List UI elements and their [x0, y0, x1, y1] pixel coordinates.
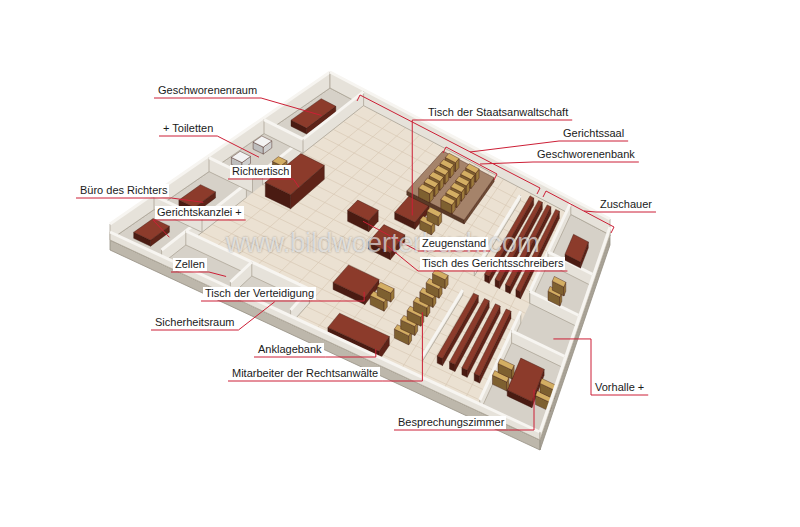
desk	[134, 219, 170, 241]
wall-top	[330, 72, 610, 219]
part-label: Tisch des Gerichtsschreibers	[420, 257, 565, 270]
part-label: Geschworenenraum	[156, 84, 259, 97]
floor-tile	[283, 169, 535, 293]
part-label: Anklagebank	[256, 343, 324, 356]
label-underline	[394, 430, 508, 431]
part-label: Gerichtskanzlei +	[155, 206, 244, 219]
part-label: Zellen	[173, 258, 207, 271]
wall-top	[530, 291, 579, 315]
label-underline	[171, 272, 209, 273]
chair	[552, 276, 566, 287]
chair	[377, 282, 394, 293]
label-underline	[159, 136, 217, 137]
leader-line	[382, 312, 422, 381]
leader-line	[217, 136, 259, 157]
chair	[498, 359, 514, 370]
part-label: Mitarbeiter der Rechtsanwälte	[230, 367, 380, 380]
label-underline	[591, 395, 648, 396]
part-label: Geschworenenbank	[535, 148, 637, 161]
part-label: Vorhalle +	[593, 381, 646, 394]
witness-stand	[348, 200, 379, 221]
part-label: Gerichtssaal	[561, 127, 626, 140]
wall	[264, 120, 303, 154]
floor-tile	[222, 216, 507, 352]
label-underline	[201, 301, 318, 302]
floor-tile	[313, 145, 548, 264]
toilet	[231, 151, 250, 162]
label-underline	[228, 179, 293, 180]
wall-top	[110, 72, 330, 224]
label-underline	[418, 251, 490, 252]
chair	[540, 379, 556, 391]
leader-line	[326, 349, 376, 357]
leader-line	[412, 120, 424, 215]
part-label: Zuschauer	[598, 198, 654, 211]
floor-tile	[248, 128, 406, 274]
part-label: Richtertisch	[230, 165, 291, 178]
wall-top	[512, 331, 565, 356]
label-underline	[154, 98, 261, 99]
leader-lines	[76, 98, 656, 430]
toilet	[253, 136, 272, 147]
label-underline	[559, 141, 628, 142]
label-underline	[254, 357, 326, 358]
label-underline	[418, 271, 567, 272]
floor	[110, 88, 610, 440]
leader-line	[584, 211, 596, 212]
label-underline	[228, 381, 382, 382]
jury-box	[407, 151, 494, 220]
brackets	[357, 95, 614, 233]
label-underline	[76, 198, 171, 199]
part-label: Sicherheitsraum	[153, 316, 236, 329]
part-label: Besprechungszimmer	[396, 416, 506, 429]
label-underline	[596, 212, 656, 213]
chair	[419, 184, 434, 194]
floor-tile	[323, 137, 552, 254]
wall-top	[530, 202, 571, 291]
leader-line	[209, 272, 226, 276]
watermark: www.bildwoerterbuch.com	[226, 228, 540, 258]
chair	[441, 195, 455, 205]
clerk-table	[369, 225, 405, 253]
label-underline	[424, 120, 572, 121]
floor-plan	[110, 72, 610, 450]
floor-tile	[206, 113, 377, 255]
wall-top	[230, 262, 251, 282]
leader-line	[553, 339, 591, 395]
leader-line	[238, 302, 274, 330]
floor-tile	[354, 114, 567, 225]
wall	[530, 291, 579, 327]
leader-line	[261, 98, 321, 115]
part-label: + Toiletten	[161, 122, 215, 135]
label-underline	[153, 220, 246, 221]
leader-line	[480, 162, 533, 164]
wall-top	[264, 120, 303, 140]
leader-line	[171, 198, 203, 202]
leader-line	[318, 292, 364, 301]
part-label: Büro des Richters	[78, 184, 169, 197]
audience-bench	[510, 207, 551, 294]
leader-line	[508, 390, 534, 430]
part-label: Tisch der Staatsanwaltschaft	[426, 106, 570, 119]
table	[565, 234, 588, 262]
leader-line	[363, 221, 418, 251]
leader-line	[387, 246, 418, 271]
label-underline	[151, 330, 238, 331]
leader-line	[153, 220, 169, 237]
part-label: Zeugenstand	[420, 237, 488, 250]
floor-tile	[273, 177, 530, 303]
leader-line	[293, 179, 298, 187]
label-underline	[533, 162, 639, 163]
desk	[179, 185, 216, 208]
defense-table	[333, 265, 379, 298]
wall-top	[263, 92, 364, 171]
part-label: Tisch der Verteidigung	[203, 287, 316, 300]
